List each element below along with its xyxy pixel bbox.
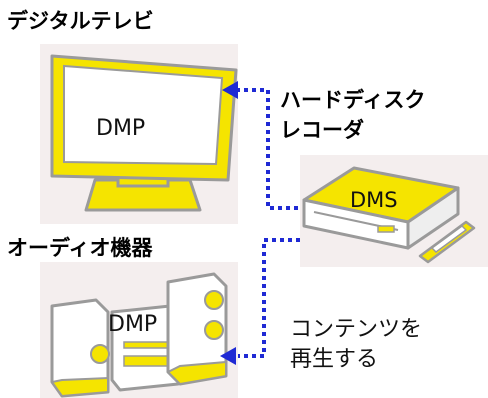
recorder-role-label: DMS [350, 188, 398, 212]
tv-role-label: DMP [96, 116, 146, 141]
recorder-title-line2: レコーダ [280, 118, 364, 142]
recorder-title-line1: ハードディスク [280, 88, 426, 112]
audio-title: オーディオ機器 [7, 236, 153, 260]
audio-role-label: DMP [108, 312, 158, 337]
arrow-dms-to-tv [222, 81, 298, 210]
caption-line2: 再生する [290, 347, 379, 372]
arrow-dms-to-audio [220, 238, 300, 365]
audio-system-icon [50, 272, 228, 398]
tv-title: デジタルテレビ [7, 9, 154, 33]
television-icon [50, 54, 238, 212]
caption-line1: コンテンツを [290, 317, 423, 342]
hard-disk-recorder-icon [302, 166, 476, 264]
